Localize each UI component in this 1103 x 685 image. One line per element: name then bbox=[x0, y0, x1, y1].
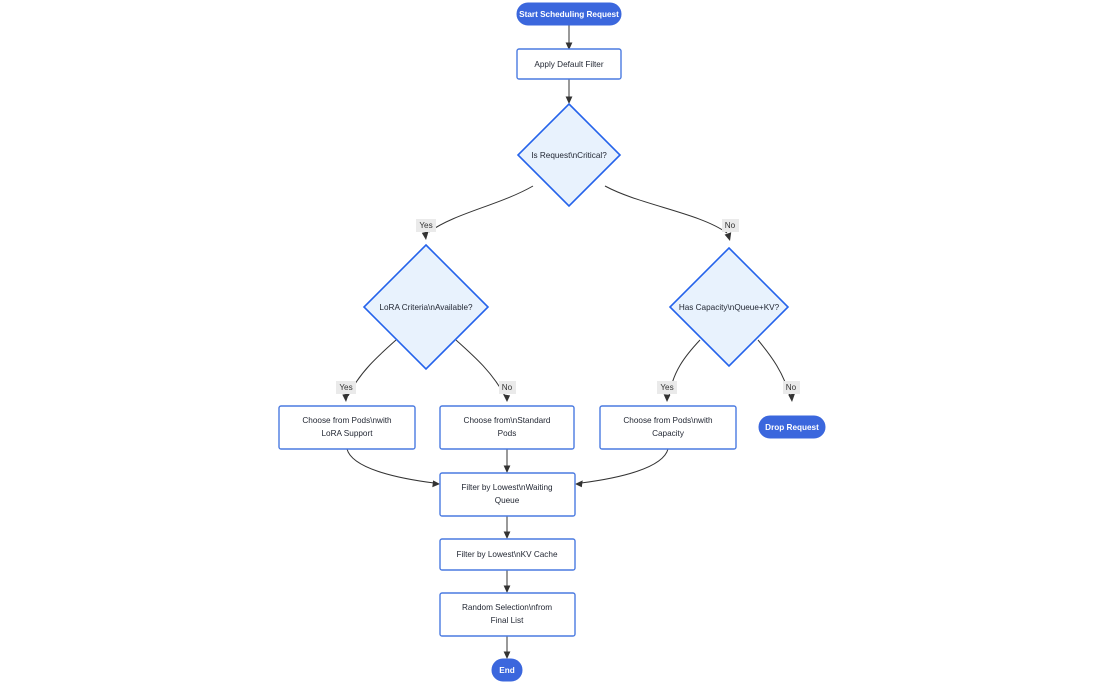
node-choose-pods-capacity-line1: Choose from Pods\nwith bbox=[623, 416, 713, 425]
node-end-label: End bbox=[499, 666, 514, 675]
edge-label-capacity-no: No bbox=[783, 381, 800, 394]
node-filter-lowest-kv-cache-label: Filter by Lowest\nKV Cache bbox=[456, 550, 557, 559]
edge-label-capacity-no-text: No bbox=[786, 383, 797, 392]
node-filter-lowest-kv-cache[interactable]: Filter by Lowest\nKV Cache bbox=[439, 538, 576, 571]
edge-start-to-apply-default-filter bbox=[565, 25, 573, 50]
node-lora-criteria-available-label: LoRA Criteria\nAvailable? bbox=[379, 303, 473, 312]
node-filter-lowest-waiting-queue[interactable]: Filter by Lowest\nWaiting Queue bbox=[439, 472, 576, 517]
node-choose-pods-capacity-line2: Capacity bbox=[652, 429, 685, 438]
node-random-selection-final-list-line2: Final List bbox=[491, 616, 524, 625]
edge-label-lora-yes: Yes bbox=[336, 381, 356, 394]
edge-is-request-critical-to-lora-criteria bbox=[421, 185, 534, 240]
edge-label-capacity-yes-text: Yes bbox=[660, 383, 673, 392]
node-choose-pods-capacity[interactable]: Choose from Pods\nwith Capacity bbox=[599, 405, 737, 450]
node-is-request-critical-label: Is Request\nCritical? bbox=[531, 151, 607, 160]
node-choose-pods-lora-support-line2: LoRA Support bbox=[322, 429, 374, 438]
node-is-request-critical[interactable]: Is Request\nCritical? bbox=[516, 102, 622, 208]
edge-label-capacity-yes: Yes bbox=[657, 381, 677, 394]
edge-apply-default-filter-to-is-request-critical bbox=[565, 79, 573, 104]
node-apply-default-filter[interactable]: Apply Default Filter bbox=[516, 48, 622, 80]
edge-label-lora-no: No bbox=[499, 381, 516, 394]
edge-label-critical-yes-text: Yes bbox=[419, 221, 432, 230]
edge-label-lora-yes-text: Yes bbox=[339, 383, 352, 392]
node-start[interactable]: Start Scheduling Request bbox=[516, 2, 622, 26]
edge-label-lora-no-text: No bbox=[502, 383, 513, 392]
node-drop-request[interactable]: Drop Request bbox=[758, 415, 826, 439]
edge-is-request-critical-to-has-capacity bbox=[604, 185, 732, 241]
node-layer: Start Scheduling Request Apply Default F… bbox=[278, 2, 826, 682]
node-end[interactable]: End bbox=[491, 658, 523, 682]
edge-label-critical-yes: Yes bbox=[416, 219, 436, 232]
node-choose-pods-lora-support[interactable]: Choose from Pods\nwith LoRA Support bbox=[278, 405, 416, 450]
node-drop-request-label: Drop Request bbox=[765, 423, 819, 432]
node-filter-lowest-waiting-queue-line1: Filter by Lowest\nWaiting bbox=[461, 483, 553, 492]
edge-filter-waiting-queue-to-filter-kv-cache bbox=[503, 516, 511, 539]
edge-label-layer: Yes No Yes No Yes No bbox=[336, 219, 800, 394]
edge-random-selection-to-end bbox=[503, 636, 511, 659]
node-choose-standard-pods[interactable]: Choose from\nStandard Pods bbox=[439, 405, 575, 450]
node-random-selection-final-list[interactable]: Random Selection\nfrom Final List bbox=[439, 592, 576, 637]
edge-label-critical-no-text: No bbox=[725, 221, 736, 230]
node-lora-criteria-available[interactable]: LoRA Criteria\nAvailable? bbox=[362, 243, 490, 371]
edge-choose-pods-capacity-to-filter-waiting-queue bbox=[575, 448, 669, 488]
edge-label-critical-no: No bbox=[722, 219, 739, 232]
node-filter-lowest-waiting-queue-line2: Queue bbox=[495, 496, 520, 505]
node-choose-standard-pods-line1: Choose from\nStandard bbox=[464, 416, 551, 425]
node-apply-default-filter-label: Apply Default Filter bbox=[534, 60, 603, 69]
node-has-capacity-queue-kv-label: Has Capacity\nQueue+KV? bbox=[679, 303, 780, 312]
edge-choose-standard-pods-to-filter-waiting-queue bbox=[503, 449, 511, 473]
node-choose-pods-lora-support-line1: Choose from Pods\nwith bbox=[302, 416, 392, 425]
node-random-selection-final-list-line1: Random Selection\nfrom bbox=[462, 603, 552, 612]
node-has-capacity-queue-kv[interactable]: Has Capacity\nQueue+KV? bbox=[668, 246, 790, 368]
edge-filter-kv-cache-to-random-selection bbox=[503, 570, 511, 593]
node-choose-standard-pods-line2: Pods bbox=[498, 429, 517, 438]
node-start-label: Start Scheduling Request bbox=[519, 10, 619, 19]
edge-choose-pods-lora-support-to-filter-waiting-queue bbox=[346, 448, 440, 488]
